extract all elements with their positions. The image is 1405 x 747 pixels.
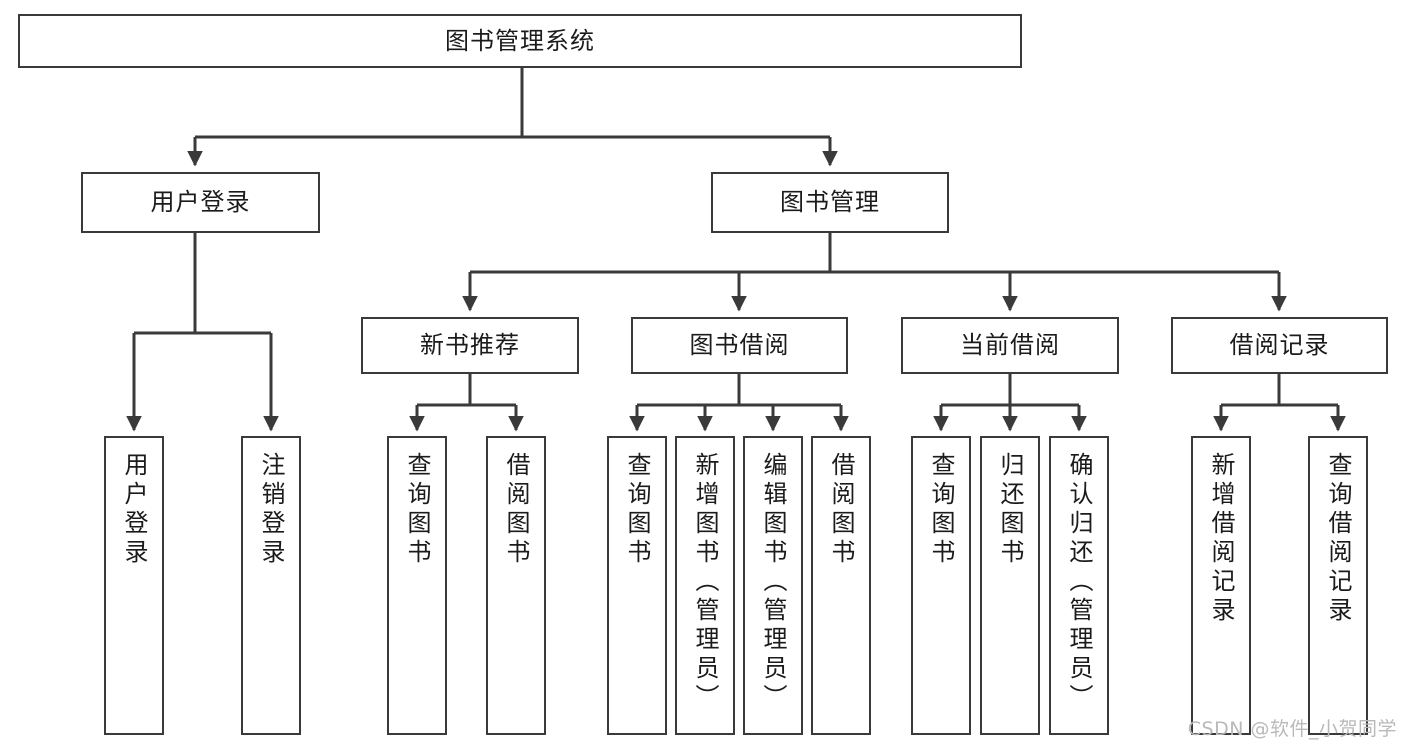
node-label: 注销登录 — [257, 452, 285, 568]
node-label: 图书管理系统 — [445, 26, 595, 55]
node-label: 查询图书 — [623, 452, 651, 568]
node-borrow-record[interactable]: 借阅记录 — [1171, 317, 1388, 374]
node-label: 图书管理 — [780, 188, 880, 217]
node-label: 用户登录 — [150, 188, 251, 217]
node-leaf-add-record[interactable]: 新增借阅记录 — [1191, 436, 1251, 735]
node-leaf-query-record[interactable]: 查询借阅记录 — [1308, 436, 1368, 735]
node-label: 查询图书 — [403, 452, 431, 568]
node-label: 新增借阅记录 — [1207, 452, 1235, 626]
node-root-book-management-system[interactable]: 图书管理系统 — [18, 14, 1022, 68]
csdn-watermark: CSDN @软件_小贺同学 — [1187, 718, 1397, 740]
node-label: 新书推荐 — [420, 331, 520, 360]
node-leaf-query-book-2[interactable]: 查询图书 — [607, 436, 667, 735]
node-leaf-add-book[interactable]: 新增图书（管理员） — [675, 436, 735, 735]
node-label: 图书借阅 — [689, 331, 790, 360]
node-new-book-recommend[interactable]: 新书推荐 — [361, 317, 579, 374]
node-book-management[interactable]: 图书管理 — [711, 172, 949, 233]
node-label: 新增图书（管理员） — [691, 452, 719, 713]
node-leaf-borrow-book-1[interactable]: 借阅图书 — [486, 436, 546, 735]
node-leaf-logout-login[interactable]: 注销登录 — [241, 436, 301, 735]
node-label: 确认归还（管理员） — [1065, 452, 1093, 713]
node-user-login[interactable]: 用户登录 — [81, 172, 320, 233]
node-leaf-query-book-3[interactable]: 查询图书 — [911, 436, 971, 735]
node-leaf-return-book[interactable]: 归还图书 — [980, 436, 1040, 735]
node-label: 借阅记录 — [1229, 331, 1330, 360]
node-label: 查询借阅记录 — [1324, 452, 1352, 626]
node-leaf-borrow-book-2[interactable]: 借阅图书 — [811, 436, 871, 735]
node-leaf-confirm-return[interactable]: 确认归还（管理员） — [1049, 436, 1109, 735]
node-label: 查询图书 — [927, 452, 955, 568]
node-label: 用户登录 — [120, 452, 148, 568]
node-leaf-user-login[interactable]: 用户登录 — [104, 436, 164, 735]
node-current-borrow[interactable]: 当前借阅 — [901, 317, 1119, 374]
node-label: 编辑图书（管理员） — [759, 452, 787, 713]
node-leaf-edit-book[interactable]: 编辑图书（管理员） — [743, 436, 803, 735]
node-book-borrow[interactable]: 图书借阅 — [631, 317, 848, 374]
node-label: 归还图书 — [996, 452, 1024, 568]
node-leaf-query-book-1[interactable]: 查询图书 — [387, 436, 447, 735]
node-label: 借阅图书 — [502, 452, 530, 568]
node-label: 借阅图书 — [827, 452, 855, 568]
node-label: 当前借阅 — [960, 331, 1060, 360]
